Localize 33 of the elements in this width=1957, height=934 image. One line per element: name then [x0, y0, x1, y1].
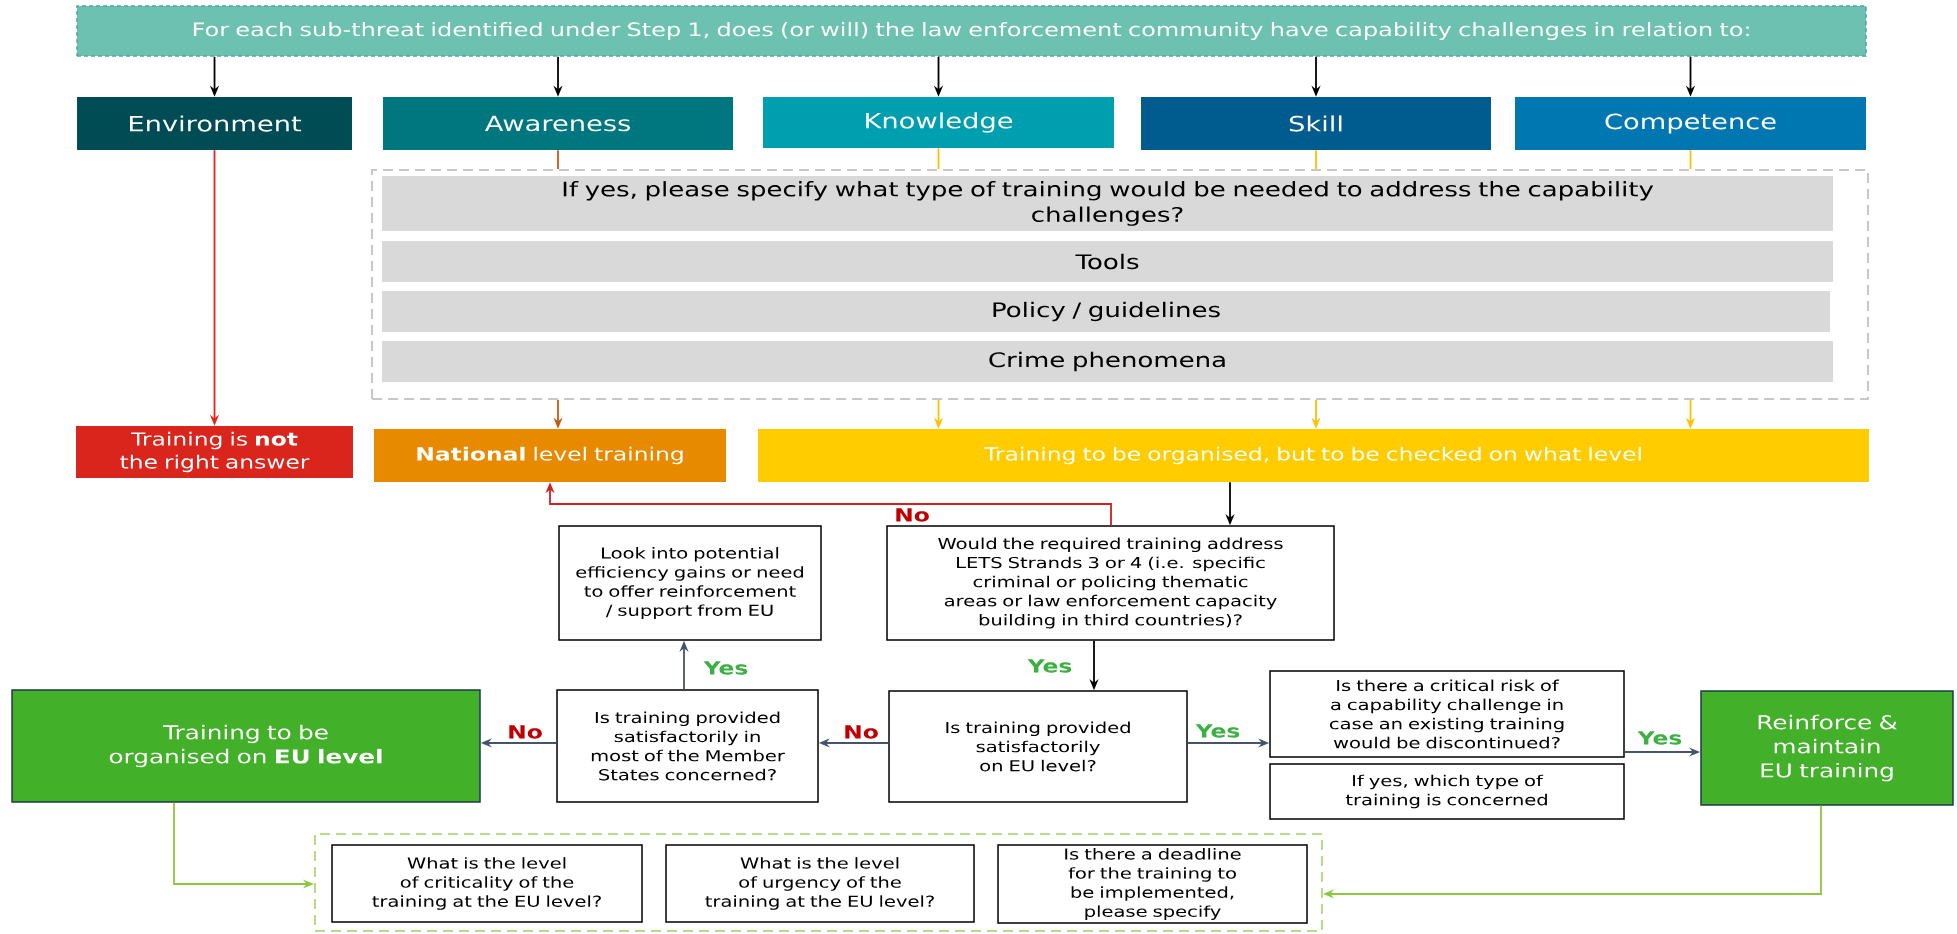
edge-label: No	[893, 507, 931, 523]
question-box: Would the required training address LETS Strands 3 or 4 (i.e. specific criminal or policing thematic areas or law enforcement capacity building in third countries)?	[886, 525, 1335, 641]
question-box: Is training provided satisfactorily in most of the Member States concerned?	[556, 689, 819, 803]
training-type-band: Policy / guidelines	[382, 291, 1830, 332]
outcome-box: Training to be organised on EU level	[11, 689, 481, 803]
outcome-box: National level training	[374, 429, 726, 482]
question-box: Look into potential efficiency gains or need to offer reinforcement / support from EU	[558, 525, 822, 641]
outcome-box: Training is not the right answer	[76, 426, 353, 478]
edge-label: Yes	[1194, 723, 1242, 739]
question-box: What is the level of criticality of the training at the EU level?	[331, 844, 643, 923]
training-type-band: If yes, please specify what type of training would be needed to address the capability challenges?	[382, 176, 1833, 231]
training-type-band: Tools	[382, 241, 1833, 282]
edge-label: No	[506, 724, 544, 740]
question-box: Is there a critical risk of a capability challenge in case an existing training would be discontinued?	[1269, 670, 1625, 758]
question-box: Is training provided satisfactorily on EU level?	[888, 690, 1188, 803]
dashed-frame	[314, 833, 1323, 932]
outcome-box: Reinforce & maintain EU training	[1700, 690, 1954, 806]
edge-label: Yes	[1636, 730, 1684, 746]
category-header: Awareness	[383, 97, 733, 150]
dashed-frame	[371, 169, 1869, 400]
question-box: What is the level of urgency of the training at the EU level?	[665, 844, 975, 923]
category-header: Environment	[77, 97, 352, 150]
training-type-band: Crime phenomena	[382, 341, 1833, 382]
edge-label: No	[842, 724, 880, 740]
category-header: Competence	[1515, 97, 1866, 150]
edge-label: Yes	[1026, 658, 1074, 674]
edge-label: Yes	[702, 660, 750, 676]
question-banner: For each sub-threat identified under Step 1, does (or will) the law enforcement community have capability challenges in relation to:	[76, 5, 1867, 57]
category-header: Knowledge	[763, 97, 1114, 148]
outcome-box: Training to be organised, but to be checked on what level	[758, 429, 1869, 482]
question-box: Is there a deadline for the training to be implemented, please specify	[997, 844, 1308, 924]
question-box: If yes, which type of training is concerned	[1269, 763, 1625, 820]
category-header: Skill	[1141, 97, 1491, 150]
